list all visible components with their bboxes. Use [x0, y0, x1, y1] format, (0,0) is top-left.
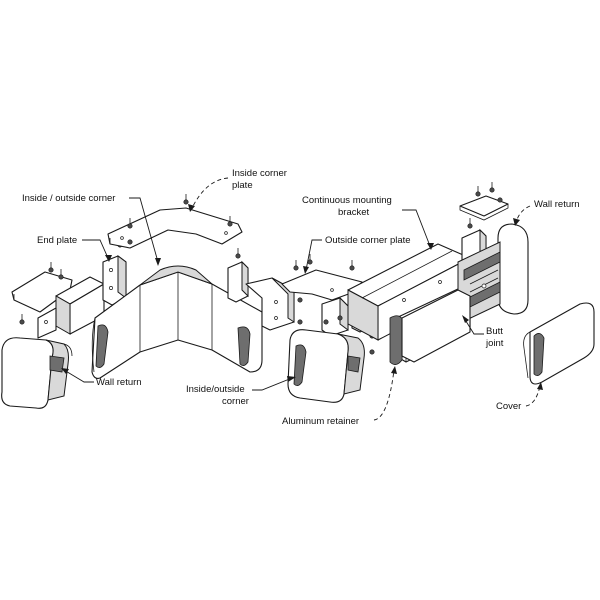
label-continuous-bracket-line1: Continuous mounting: [302, 195, 392, 206]
inside-outside-corner-left-part: [91, 265, 263, 379]
label-inside-corner-plate-line1: Inside corner: [232, 168, 287, 179]
inside-corner-plate-part: [107, 194, 243, 249]
label-continuous-bracket-line2: bracket: [338, 207, 370, 218]
label-butt-joint-line1: Butt: [486, 326, 503, 337]
label-outside-corner-plate: Outside corner plate: [325, 235, 411, 246]
label-cover: Cover: [496, 401, 521, 412]
label-wall-return-bottom: Wall return: [96, 377, 142, 388]
label-inside-outside-corner-bottom-line2: corner: [222, 396, 249, 407]
label-aluminum-retainer: Aluminum retainer: [282, 416, 359, 427]
wall-return-left-part: [1, 337, 73, 409]
top-right-plate-part: [459, 182, 509, 221]
end-clip-part: [102, 237, 127, 306]
cover-part: [523, 302, 595, 385]
inside-outside-corner-middle-part: [287, 329, 375, 403]
callout-labels: Inside corner plate Inside / outside cor…: [22, 168, 580, 427]
butt-joint-part: [401, 289, 471, 363]
label-inside-outside-corner-bottom-line1: Inside/outside: [186, 384, 245, 395]
label-inside-outside-corner-top: Inside / outside corner: [22, 193, 115, 204]
outside-corner-plate-part: [281, 254, 363, 301]
leader-lines: [61, 177, 543, 421]
label-wall-return-top: Wall return: [534, 199, 580, 210]
label-butt-joint-line2: joint: [485, 338, 504, 349]
label-end-plate: End plate: [37, 235, 77, 246]
wall-return-right-part: [457, 223, 529, 325]
label-inside-corner-plate-line2: plate: [232, 180, 253, 191]
